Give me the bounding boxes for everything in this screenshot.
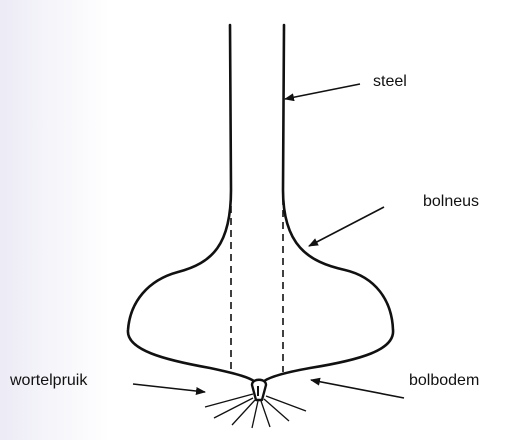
label-bolneus: bolneus [423, 193, 479, 211]
arrow-bolneus [309, 207, 384, 246]
arrow-wortelpruik [133, 384, 205, 392]
bulb-outline-left [128, 25, 256, 383]
arrow-steel [285, 84, 360, 99]
arrow-bolbodem [311, 380, 404, 398]
label-steel: steel [373, 73, 407, 91]
label-wortelpruik: wortelpruik [10, 372, 87, 390]
label-bolbodem: bolbodem [409, 372, 479, 390]
